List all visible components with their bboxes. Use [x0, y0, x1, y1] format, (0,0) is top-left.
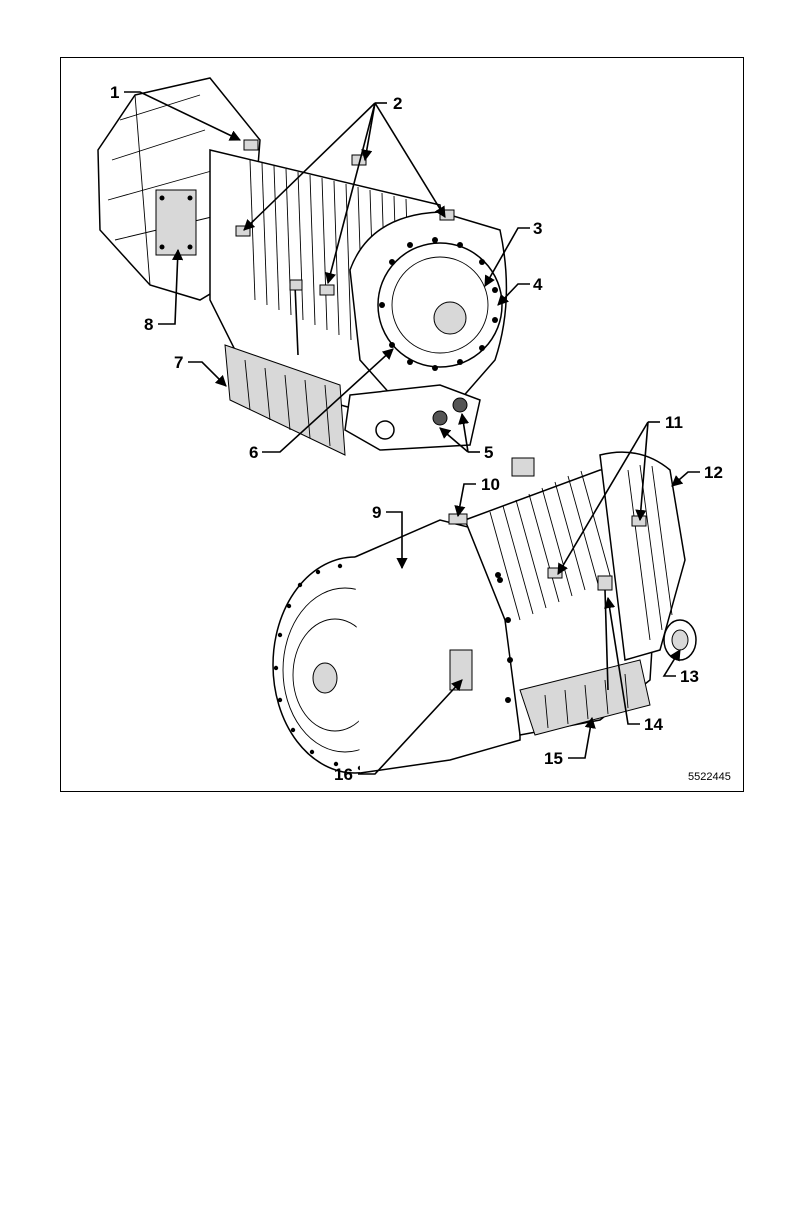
callout-3: 3: [533, 219, 542, 238]
upper-transmission-view: [98, 78, 506, 455]
callout-16: 16: [334, 765, 353, 784]
callout-13: 13: [680, 667, 699, 686]
callout-10: 10: [481, 475, 500, 494]
callout-2: 2: [393, 94, 402, 113]
callout-1: 1: [110, 83, 119, 102]
callout-15: 15: [544, 749, 563, 768]
lower-transmission-view: [273, 452, 696, 773]
callout-7: 7: [174, 353, 183, 372]
callout-9: 9: [372, 503, 381, 522]
callout-6: 6: [249, 443, 258, 462]
callout-5: 5: [484, 443, 493, 462]
callout-11: 11: [665, 413, 683, 432]
callout-8: 8: [144, 315, 153, 334]
callout-12: 12: [704, 463, 723, 482]
figure-id: 5522445: [688, 771, 731, 783]
callout-14: 14: [644, 715, 663, 734]
callout-4: 4: [533, 275, 543, 294]
